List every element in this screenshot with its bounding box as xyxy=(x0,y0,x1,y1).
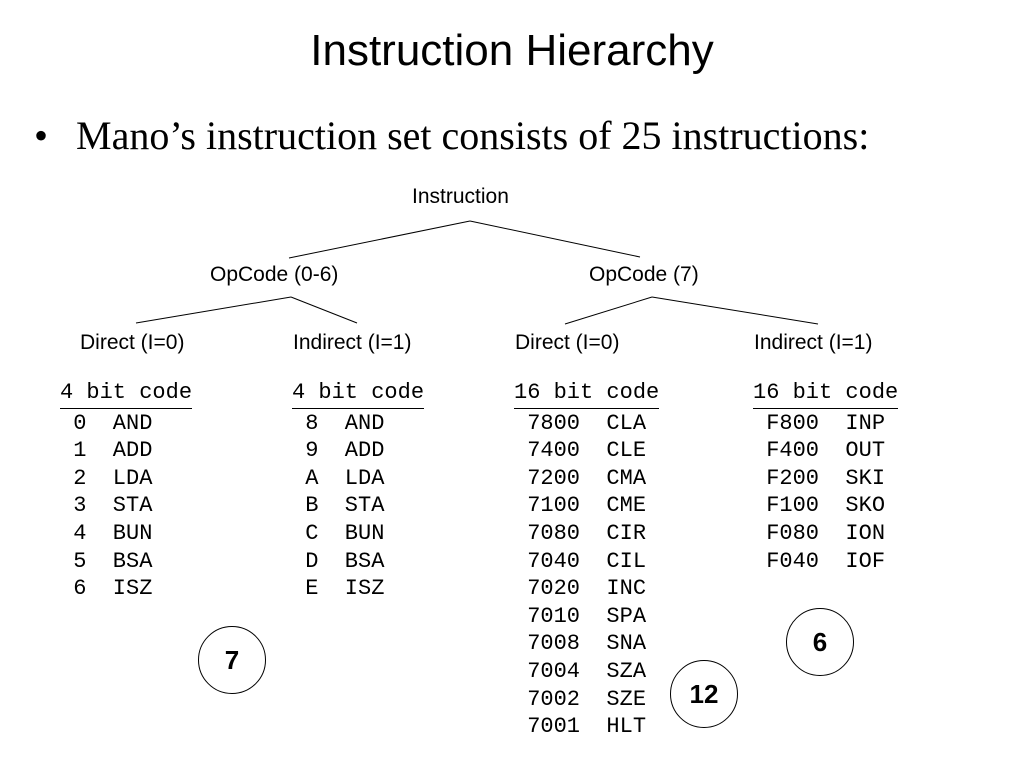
instruction-row: 9 ADD xyxy=(292,438,385,464)
instruction-row: 7004 SZA xyxy=(514,658,647,684)
column-header: 16 bit code xyxy=(753,379,899,409)
instruction-row: 5 BSA xyxy=(60,548,153,574)
node-indirect-io: Indirect (I=1) xyxy=(754,331,873,354)
node-opcode-0-6: OpCode (0-6) xyxy=(210,263,339,286)
node-direct-memory-ref: Direct (I=0) xyxy=(80,331,185,354)
code-column-indirect-memory: 4 bit code 8 AND 9 ADD A LDA B STA C BUN… xyxy=(292,379,425,603)
edge-root-to-opcode-7 xyxy=(469,220,641,258)
instruction-row: 7020 INC xyxy=(514,576,647,602)
code-column-register-ref: 16 bit code 7800 CLA 7400 CLE 7200 CMA 7… xyxy=(514,379,660,741)
instruction-row: F040 IOF xyxy=(753,548,886,574)
instruction-row: F100 SKO xyxy=(753,493,886,519)
instruction-row: B STA xyxy=(292,493,385,519)
instruction-row: 7200 CMA xyxy=(514,465,647,491)
instruction-row: 7001 HLT xyxy=(514,714,647,740)
instruction-row: 1 ADD xyxy=(60,438,153,464)
instruction-row: 7008 SNA xyxy=(514,631,647,657)
column-header: 4 bit code xyxy=(292,379,425,409)
instruction-row: C BUN xyxy=(292,520,385,546)
instruction-row: 7080 CIR xyxy=(514,520,647,546)
instruction-row: 0 AND xyxy=(60,410,153,436)
node-instruction: Instruction xyxy=(412,185,509,208)
instruction-row: 8 AND xyxy=(292,410,385,436)
instruction-row: 3 STA xyxy=(60,493,153,519)
edge-root-to-opcode-0-6 xyxy=(288,220,471,259)
instruction-row: F800 INP xyxy=(753,410,886,436)
instruction-row: 6 ISZ xyxy=(60,576,153,602)
edge-opcode-0-6-to-indirect xyxy=(290,296,358,324)
instruction-row: 7800 CLA xyxy=(514,410,647,436)
edge-opcode-7-to-indirect xyxy=(651,296,819,325)
instruction-row: A LDA xyxy=(292,465,385,491)
instruction-row: 4 BUN xyxy=(60,520,153,546)
instruction-row: D BSA xyxy=(292,548,385,574)
count-badge-memory: 7 xyxy=(198,626,266,694)
instruction-row: 7400 CLE xyxy=(514,438,647,464)
column-header: 4 bit code xyxy=(60,379,193,409)
instruction-row: 7002 SZE xyxy=(514,686,647,712)
column-header: 16 bit code xyxy=(514,379,660,409)
node-indirect-memory-ref: Indirect (I=1) xyxy=(293,331,412,354)
code-column-direct-memory: 4 bit code 0 AND 1 ADD 2 LDA 3 STA 4 BUN… xyxy=(60,379,193,603)
instruction-row: 7010 SPA xyxy=(514,603,647,629)
instruction-row: E ISZ xyxy=(292,576,385,602)
slide-title: Instruction Hierarchy xyxy=(310,26,714,75)
code-column-io: 16 bit code F800 INP F400 OUT F200 SKI F… xyxy=(753,379,899,575)
bullet-text: Mano’s instruction set consists of 25 in… xyxy=(76,113,870,158)
edge-opcode-7-to-direct xyxy=(564,296,653,325)
instruction-row: F200 SKI xyxy=(753,465,886,491)
instruction-row: 7040 CIL xyxy=(514,548,647,574)
instruction-row: 7100 CME xyxy=(514,493,647,519)
instruction-row: F080 ION xyxy=(753,520,886,546)
count-badge-io: 6 xyxy=(786,608,854,676)
node-opcode-7: OpCode (7) xyxy=(589,263,699,286)
bullet-marker: • xyxy=(34,113,49,158)
node-direct-register-ref: Direct (I=0) xyxy=(515,331,620,354)
instruction-row: 2 LDA xyxy=(60,465,153,491)
instruction-row: F400 OUT xyxy=(753,438,886,464)
count-badge-register: 12 xyxy=(670,660,738,728)
edge-opcode-0-6-to-direct xyxy=(135,296,292,324)
